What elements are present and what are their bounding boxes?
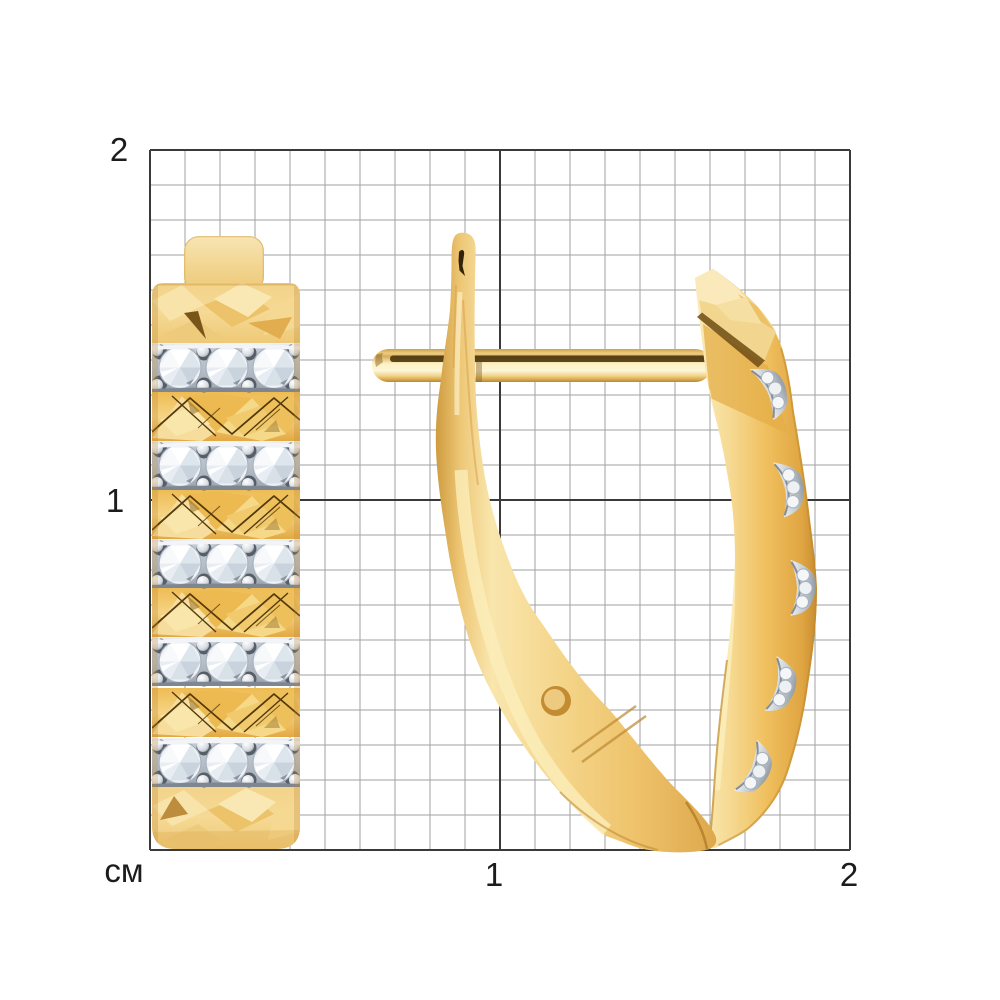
svg-text:2: 2 [110,131,128,168]
svg-text:1: 1 [485,856,503,893]
svg-text:2: 2 [840,856,858,893]
svg-text:см: см [104,852,143,889]
svg-text:1: 1 [106,482,124,519]
